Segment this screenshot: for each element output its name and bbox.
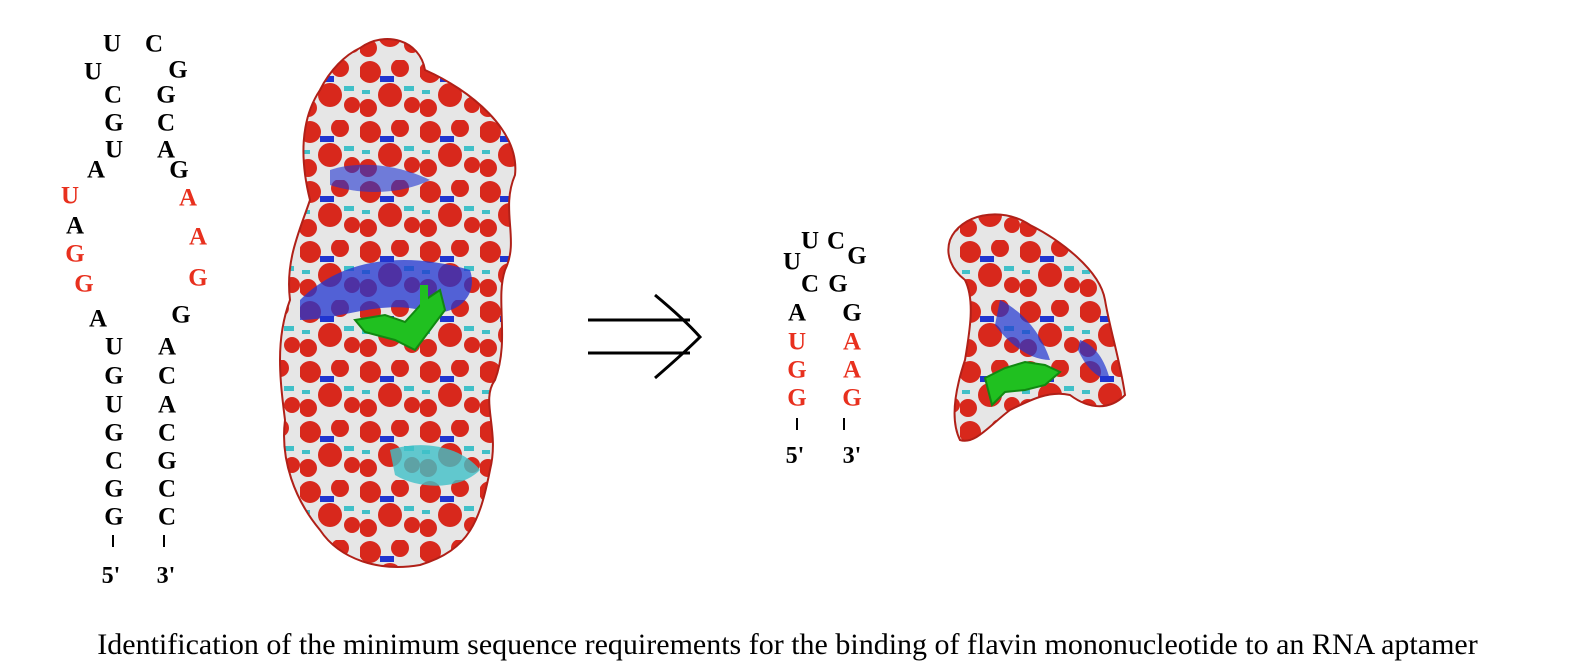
min-three-prime-label: 3' <box>842 443 862 469</box>
nt-right-13: A <box>157 391 177 419</box>
nt-left-2: U <box>83 58 103 86</box>
nt-min-6: G <box>828 270 848 298</box>
nt-left-18: G <box>104 503 124 531</box>
figure-caption: Identification of the minimum sequence r… <box>97 628 1478 661</box>
nt-right-16: C <box>157 475 177 503</box>
nt-min-10: A <box>842 328 862 356</box>
min-strand-tick-right <box>843 418 845 430</box>
nt-min-9: U <box>787 328 807 356</box>
nt-left-3: C <box>103 81 123 109</box>
nt-left-10: G <box>74 270 94 298</box>
nt-left-15: G <box>104 419 124 447</box>
nt-right-2: G <box>168 56 188 84</box>
nt-right-4: C <box>156 109 176 137</box>
nt-right-12: C <box>157 362 177 390</box>
three-prime-label: 3' <box>156 563 176 589</box>
nt-right-7: A <box>178 184 198 212</box>
nt-min-8: G <box>842 299 862 327</box>
nt-right-14: C <box>157 419 177 447</box>
nt-min-4: G <box>847 242 867 270</box>
full-aptamer-surface <box>279 38 517 568</box>
nt-left-12: U <box>104 333 124 361</box>
min-five-prime-label: 5' <box>785 443 805 469</box>
minimal-aptamer-surface <box>947 213 1127 442</box>
nt-min-13: G <box>787 384 807 412</box>
nt-min-5: C <box>800 270 820 298</box>
nt-right-11: A <box>157 333 177 361</box>
nt-right-5: A <box>156 136 176 164</box>
nt-min-2: C <box>826 227 846 255</box>
nt-left-16: C <box>104 447 124 475</box>
nt-left-8: A <box>65 212 85 240</box>
five-prime-label: 5' <box>101 563 121 589</box>
nt-left-17: G <box>104 475 124 503</box>
nt-left-7: U <box>60 182 80 210</box>
nt-min-14: G <box>842 384 862 412</box>
nt-left-1: U <box>102 30 122 58</box>
implication-arrow <box>588 293 703 380</box>
min-strand-tick-left <box>796 418 798 430</box>
nt-left-11: A <box>88 305 108 333</box>
nt-left-9: G <box>65 240 85 268</box>
nt-min-11: G <box>787 356 807 384</box>
nt-min-7: A <box>787 299 807 327</box>
strand-tick-left <box>112 535 114 547</box>
nt-right-15: G <box>157 447 177 475</box>
fmn-ligand-minimal <box>983 360 1062 407</box>
nt-left-14: U <box>104 391 124 419</box>
fmn-ligand-full <box>353 285 447 352</box>
nt-min-12: A <box>842 356 862 384</box>
nt-right-6: G <box>169 156 189 184</box>
nt-right-1: C <box>144 30 164 58</box>
nt-left-6: A <box>86 156 106 184</box>
strand-tick-right <box>163 535 165 547</box>
nt-right-9: G <box>188 264 208 292</box>
nt-left-4: G <box>104 109 124 137</box>
nt-right-8: A <box>188 223 208 251</box>
nt-left-5: U <box>104 136 124 164</box>
nt-right-17: C <box>157 503 177 531</box>
nt-right-3: G <box>156 81 176 109</box>
nt-min-3: U <box>782 248 802 276</box>
nt-min-1: U <box>800 227 820 255</box>
nt-right-10: G <box>171 301 191 329</box>
nt-left-13: G <box>104 362 124 390</box>
